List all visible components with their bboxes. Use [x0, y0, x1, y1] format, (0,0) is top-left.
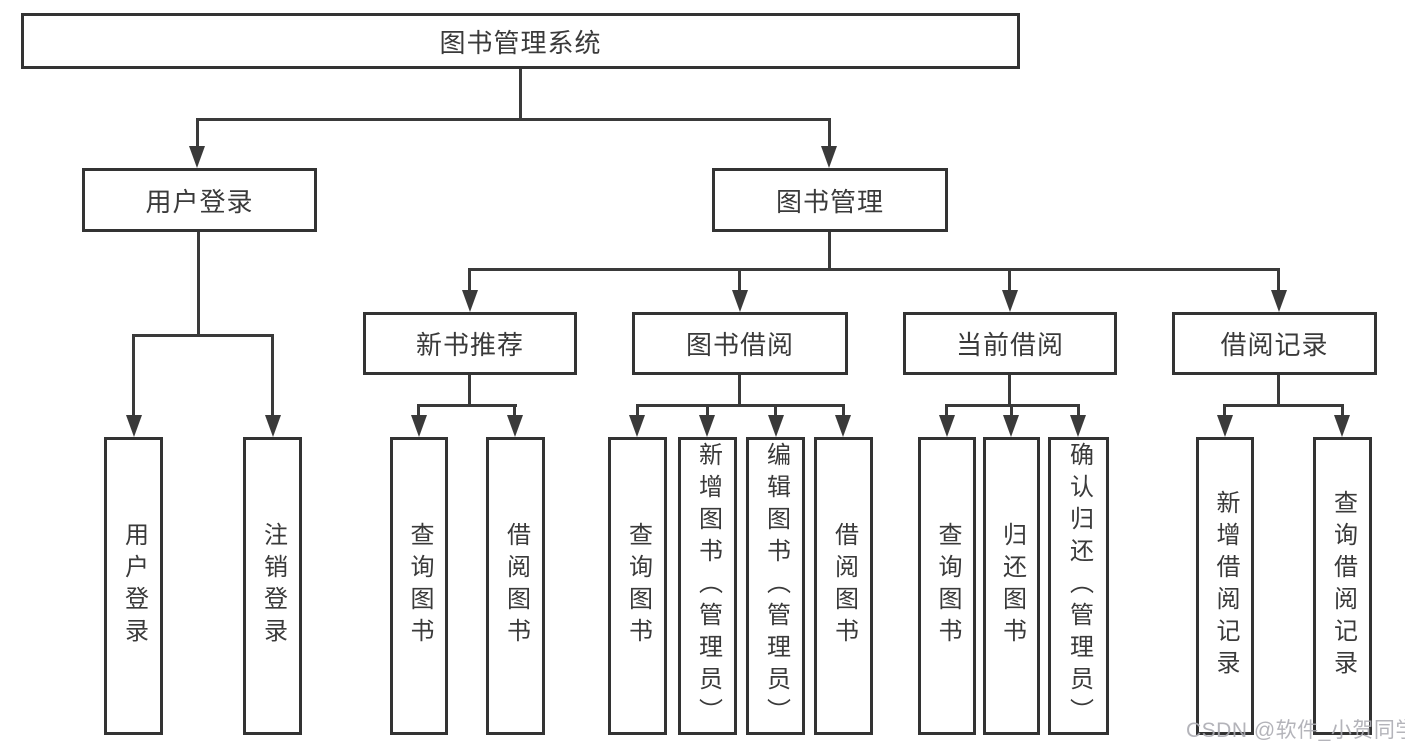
connector-line — [1277, 268, 1280, 294]
leaf-add-books-admin: 新增图书（管理员） — [678, 437, 737, 735]
connector-line — [417, 404, 517, 407]
leaf-borrow-books-recommend-label: 借阅图书 — [502, 522, 530, 650]
node-book-borrowing-label: 图书借阅 — [685, 330, 794, 360]
arrow-down-icon — [768, 415, 784, 437]
node-book-management: 图书管理 — [712, 168, 948, 232]
leaf-query-borrow-record: 查询借阅记录 — [1313, 437, 1372, 735]
arrow-down-icon — [939, 415, 955, 437]
leaf-confirm-return-admin: 确认归还（管理员） — [1048, 437, 1109, 735]
connector-line — [513, 404, 516, 420]
leaf-query-books-recommend-label: 查询图书 — [406, 522, 433, 650]
leaf-query-books-recommend: 查询图书 — [390, 437, 448, 735]
node-root-label: 图书管理系统 — [439, 27, 602, 58]
arrow-down-icon — [1271, 290, 1287, 312]
connector-line — [417, 404, 420, 420]
connector-line — [945, 404, 948, 420]
arrow-down-icon — [507, 415, 523, 437]
connector-line — [738, 268, 741, 294]
connector-line — [196, 118, 831, 121]
arrow-down-icon — [189, 146, 205, 168]
arrow-down-icon — [1070, 415, 1086, 437]
arrow-down-icon — [265, 415, 281, 437]
leaf-query-books-borrowing-label: 查询图书 — [624, 522, 652, 650]
leaf-query-books-current-label: 查询图书 — [934, 522, 961, 650]
arrow-down-icon — [1002, 290, 1018, 312]
connector-line — [828, 232, 831, 270]
leaf-logout-label: 注销登录 — [259, 522, 287, 650]
arrow-down-icon — [1217, 415, 1233, 437]
connector-line — [132, 334, 274, 337]
connector-line — [1077, 404, 1080, 420]
connector-line — [468, 268, 471, 294]
arrow-down-icon — [732, 290, 748, 312]
leaf-return-books: 归还图书 — [983, 437, 1040, 735]
connector-line — [1010, 404, 1013, 420]
node-borrowing-records: 借阅记录 — [1172, 312, 1377, 375]
leaf-edit-books-admin: 编辑图书（管理员） — [746, 437, 805, 735]
connector-line — [1008, 268, 1011, 294]
leaf-borrow-books-borrowing-label: 借阅图书 — [830, 522, 858, 650]
connector-line — [468, 375, 471, 406]
connector-line — [1223, 404, 1226, 420]
leaf-edit-books-admin-label: 编辑图书（管理员） — [762, 442, 790, 730]
connector-line — [469, 268, 1280, 271]
arrow-down-icon — [1334, 415, 1350, 437]
connector-line — [1223, 404, 1344, 407]
connector-line — [1277, 375, 1280, 406]
arrow-down-icon — [629, 415, 645, 437]
leaf-query-books-current: 查询图书 — [918, 437, 976, 735]
arrow-down-icon — [462, 290, 478, 312]
connector-line — [1008, 375, 1011, 406]
node-user-login-label: 用户登录 — [145, 186, 254, 217]
connector-line — [738, 375, 741, 406]
connector-line — [197, 232, 200, 336]
arrow-down-icon — [699, 415, 715, 437]
leaf-user-login: 用户登录 — [104, 437, 163, 735]
connector-line — [196, 118, 199, 150]
connector-line — [271, 334, 274, 419]
node-borrowing-records-label: 借阅记录 — [1220, 330, 1329, 360]
leaf-add-borrow-record: 新增借阅记录 — [1196, 437, 1254, 735]
leaf-return-books-label: 归还图书 — [998, 522, 1026, 650]
node-book-borrowing: 图书借阅 — [632, 312, 848, 375]
connector-line — [706, 404, 709, 420]
connector-line — [1341, 404, 1344, 420]
node-current-borrowing: 当前借阅 — [903, 312, 1117, 375]
connector-line — [828, 118, 831, 150]
connector-line — [636, 404, 845, 407]
node-root: 图书管理系统 — [21, 13, 1020, 69]
leaf-confirm-return-admin-label: 确认归还（管理员） — [1065, 442, 1093, 730]
node-user-login: 用户登录 — [82, 168, 317, 232]
arrow-down-icon — [835, 415, 851, 437]
arrow-down-icon — [821, 146, 837, 168]
leaf-borrow-books-borrowing: 借阅图书 — [814, 437, 873, 735]
csdn-watermark: CSDN @软件_小贺同学 — [1186, 719, 1405, 742]
node-book-management-label: 图书管理 — [775, 186, 884, 217]
leaf-query-borrow-record-label: 查询借阅记录 — [1329, 490, 1357, 682]
arrow-down-icon — [1003, 415, 1019, 437]
leaf-logout: 注销登录 — [243, 437, 302, 735]
leaf-add-books-admin-label: 新增图书（管理员） — [694, 442, 722, 730]
connector-line — [132, 334, 135, 419]
node-current-borrowing-label: 当前借阅 — [955, 330, 1064, 360]
leaf-add-borrow-record-label: 新增借阅记录 — [1212, 490, 1239, 682]
connector-line — [774, 404, 777, 420]
node-new-book-recommendation: 新书推荐 — [363, 312, 577, 375]
connector-line — [519, 69, 522, 120]
node-new-book-recommendation-label: 新书推荐 — [415, 330, 524, 360]
leaf-user-login-label: 用户登录 — [120, 522, 148, 650]
connector-line — [636, 404, 639, 420]
leaf-borrow-books-recommend: 借阅图书 — [486, 437, 545, 735]
connector-line — [842, 404, 845, 420]
leaf-query-books-borrowing: 查询图书 — [608, 437, 667, 735]
arrow-down-icon — [126, 415, 142, 437]
arrow-down-icon — [411, 415, 427, 437]
